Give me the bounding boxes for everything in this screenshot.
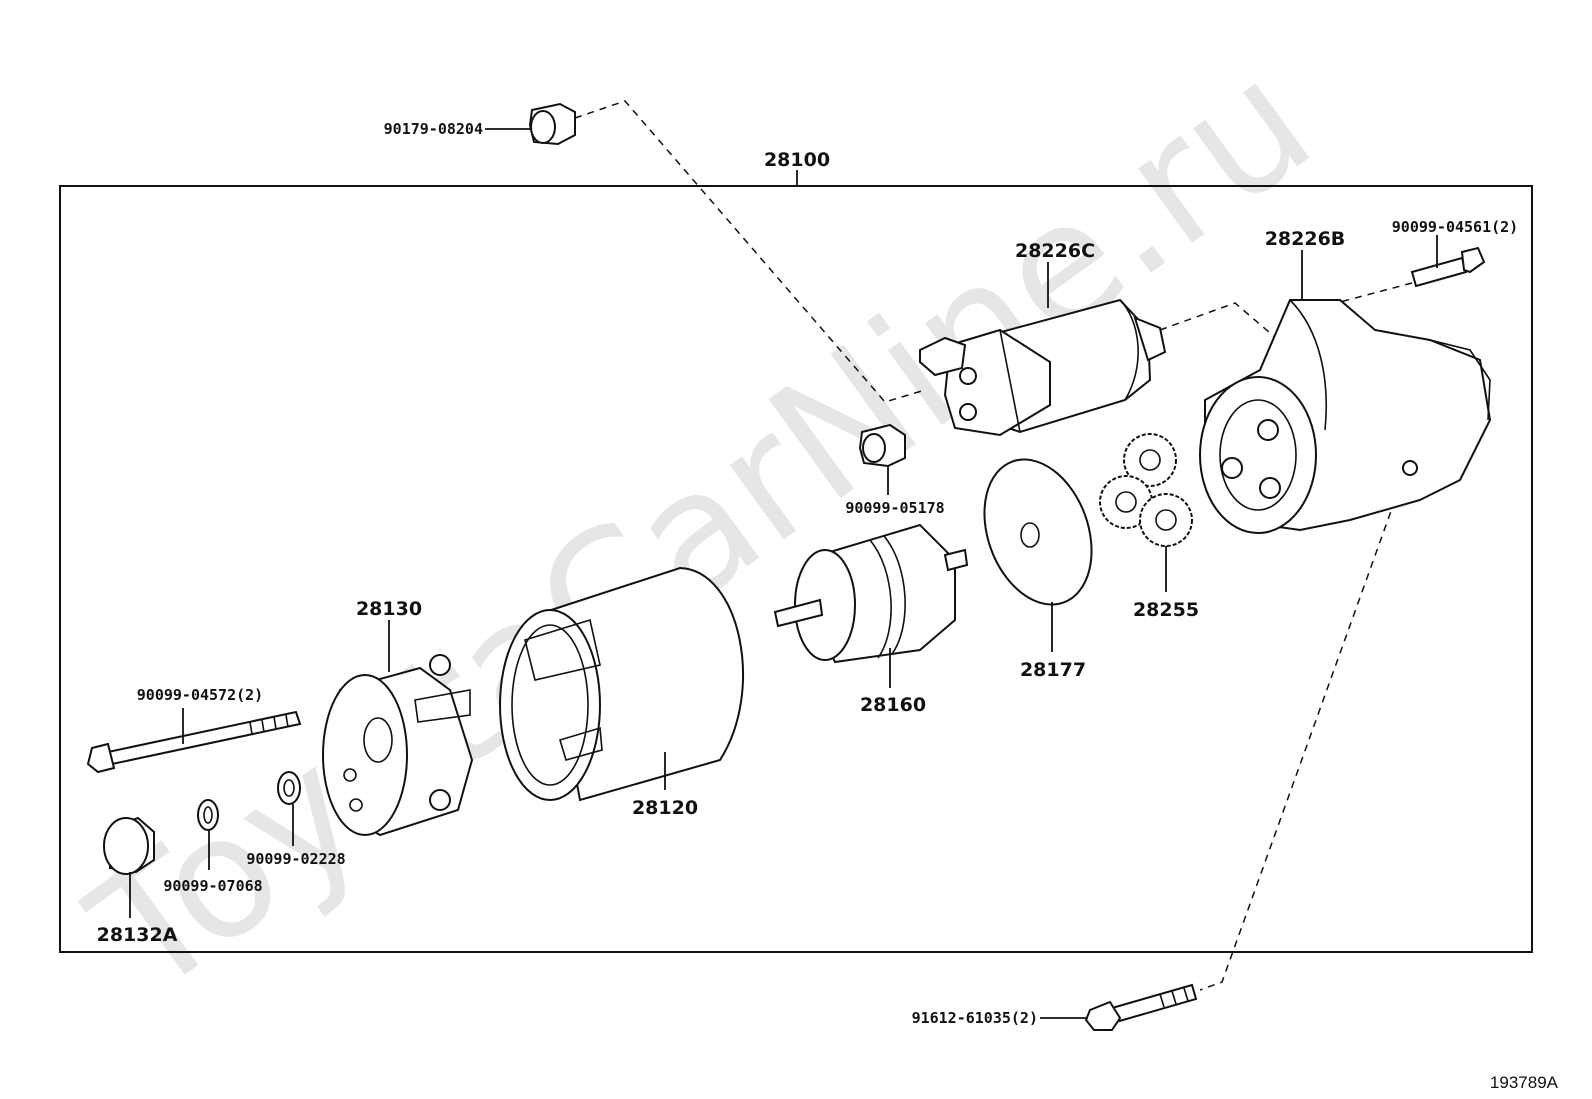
label-28120: 28120: [632, 797, 698, 819]
label-28177: 28177: [1020, 659, 1086, 681]
dashed-guide-housing-to-long-bolt: [1199, 499, 1396, 991]
label-28226B: 28226B: [1265, 228, 1346, 250]
gears-28255: [1099, 433, 1193, 547]
yoke-28120: [499, 566, 745, 802]
label-28130: 28130: [356, 598, 422, 620]
cap-28132A: [103, 816, 155, 875]
label-90099-04572: 90099-04572(2): [137, 686, 263, 704]
label-90099-07068: 90099-07068: [163, 877, 262, 895]
label-28100: 28100: [764, 149, 830, 171]
washer-90099-02228: [277, 771, 301, 805]
label-91612-61035: 91612-61035(2): [912, 1009, 1038, 1027]
figure-id: 193789A: [1490, 1073, 1559, 1092]
dashed-guide-solenoid-to-housing: [1159, 302, 1291, 351]
bolt-91612-61035: [1084, 983, 1198, 1031]
label-90179-08204: 90179-08204: [384, 120, 483, 138]
end-frame-28130: [322, 654, 474, 837]
nut-90179-08204: [528, 102, 576, 146]
label-90099-05178: 90099-05178: [845, 499, 944, 517]
label-90099-04561: 90099-04561(2): [1392, 218, 1518, 236]
dashed-guide-bolt-to-housing: [1339, 282, 1413, 303]
nut-90099-05178: [858, 423, 906, 468]
bolt-90099-04561: [1410, 246, 1486, 288]
housing-28226B: [1199, 299, 1492, 534]
through-bolt-90099-04572: [86, 710, 302, 774]
plate-28177: [983, 458, 1093, 606]
label-28255: 28255: [1133, 599, 1199, 621]
label-28226C: 28226C: [1015, 240, 1095, 262]
armature-28160: [773, 523, 969, 664]
dashed-guide-nut-to-solenoid: [574, 100, 926, 403]
clip-90099-07068: [197, 799, 219, 831]
label-28132A: 28132A: [97, 924, 178, 946]
label-28160: 28160: [860, 694, 926, 716]
solenoid-28226C: [919, 298, 1167, 437]
label-90099-02228: 90099-02228: [246, 850, 345, 868]
assembly-boundary-box: [59, 185, 1533, 953]
